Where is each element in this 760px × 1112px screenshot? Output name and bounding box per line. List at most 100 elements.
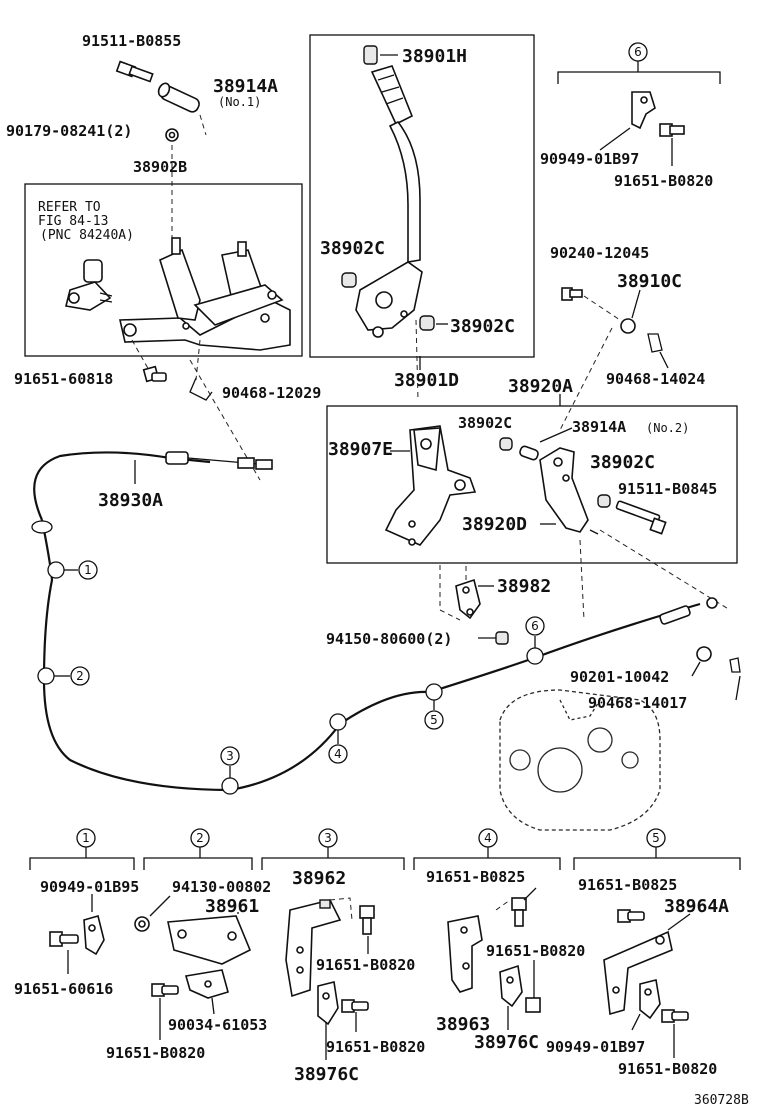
clamp-38982-group: 38982 94150-80600(2) (326, 576, 551, 648)
callout-4: 4 (334, 747, 342, 761)
cable-clamp-4 (329, 713, 347, 731)
label-91651-b0820-g4: 91651-B0820 (486, 942, 585, 960)
label-38902b: 38902B (133, 158, 187, 176)
label-38962: 38962 (292, 868, 346, 889)
label-38920a: 38920A (508, 376, 573, 397)
bolt-91651-b0820-g4 (525, 997, 541, 1013)
clamp-38982 (455, 578, 481, 620)
cable-clamp-2 (37, 667, 55, 685)
group-3-number: 3 (324, 831, 332, 845)
brake-caliper (499, 689, 661, 831)
bracket-box (24, 183, 303, 357)
label-91651-b0825-g5: 91651-B0825 (578, 876, 677, 894)
callout-1: 1 (84, 563, 92, 577)
collar-38914a-no2 (519, 445, 539, 461)
label-91651-b0820-g5: 91651-B0820 (618, 1060, 717, 1078)
label-91651-b0820-top: 91651-B0820 (614, 172, 713, 190)
cable-clamp-1 (47, 561, 65, 579)
label-91651-b0825-g4: 91651-B0825 (426, 868, 525, 886)
clamp-90949-01b95 (83, 915, 105, 956)
nut-94150 (495, 631, 509, 645)
clip-90468-14017 (729, 657, 741, 673)
knob-38901h (363, 45, 378, 65)
label-94130-00802: 94130-00802 (172, 878, 271, 896)
label-38902c-c: 38902C (458, 414, 512, 432)
group-5-number: 5 (652, 831, 660, 845)
callout-5: 5 (430, 713, 438, 727)
label-38976c-g4: 38976C (474, 1032, 539, 1053)
label-38901h: 38901H (402, 46, 467, 67)
label-38901d: 38901D (394, 370, 459, 391)
label-38914a-no2-note: (No.2) (646, 421, 689, 435)
bolt-91511-b0855 (115, 60, 154, 83)
bush-38902c-a (341, 272, 357, 288)
group-4: 4 91651-B0825 91651-B0820 38963 38976C (413, 828, 585, 1053)
lever-grip (370, 65, 414, 126)
label-90949-01b95: 90949-01B95 (40, 878, 139, 896)
label-38914a-no2: 38914A (572, 418, 626, 436)
collar-38914a (157, 82, 200, 113)
washer-38910c (620, 318, 636, 334)
label-90949-01b97-g5: 90949-01B97 (546, 1038, 645, 1056)
bracket-38964a (603, 930, 673, 1016)
callout-3: 3 (226, 749, 234, 763)
cable-clamp-3 (221, 777, 239, 795)
label-90179-08241: 90179-08241(2) (6, 122, 132, 140)
label-90201-10042: 90201-10042 (570, 668, 669, 686)
bracket-group: 91511-B0855 38914A (No.1) 90179-08241(2)… (6, 32, 321, 402)
clip-90468-12029 (189, 377, 213, 401)
bolt-91651-b0820-g3a (359, 905, 375, 919)
group-6-top: 6 90949-01B97 91651-B0820 90240-12045 38… (540, 42, 721, 388)
label-91651-b0820-g2: 91651-B0820 (106, 1044, 205, 1062)
cable-38930a (31, 451, 718, 795)
label-38907e: 38907E (328, 439, 393, 460)
group-5: 5 91651-B0825 38964A 90949-01B97 91651-B… (546, 828, 741, 1078)
label-38914a-no1: 38914A (213, 76, 278, 97)
clamp-38976c-g4 (499, 964, 523, 1008)
bracket-38920a-box (326, 405, 738, 564)
bush-38902c-d (597, 494, 611, 508)
group-2: 2 94130-00802 38961 90034-61053 91651-B0… (106, 828, 271, 1062)
label-91651-b0820-g3a: 91651-B0820 (316, 956, 415, 974)
label-38910c: 38910C (617, 271, 682, 292)
group-4-number: 4 (484, 831, 492, 845)
clip-90468-14024 (647, 333, 663, 353)
bolt-91651-60818 (142, 365, 167, 383)
label-91511-b0845: 91511-B0845 (618, 480, 717, 498)
lever-group: 38901H 38902C 38902C 38901D (309, 34, 535, 391)
bracket-38907e (384, 425, 477, 546)
clamp-90949-01b97-g5 (639, 979, 661, 1020)
group-1-number: 1 (82, 831, 90, 845)
label-90468-14017: 90468-14017 (588, 694, 687, 712)
ref-line-3: (PNC 84240A) (40, 228, 134, 243)
bracket-38902b (119, 237, 291, 351)
label-90034-61053: 90034-61053 (168, 1016, 267, 1034)
clamp-38976c-g3 (317, 981, 339, 1026)
figure-id: 360728B (694, 1093, 749, 1108)
label-38964a: 38964A (664, 896, 729, 917)
bracket-38920a-group: 38920A 38907E 38902C 38914A (No.2) 38902… (326, 376, 738, 564)
ref-line-1: REFER TO (38, 200, 101, 215)
ref-line-2: FIG 84-13 (38, 214, 108, 229)
cable-clamp-6 (526, 647, 544, 665)
bracket-38963 (447, 915, 483, 993)
label-90468-12029: 90468-12029 (222, 384, 321, 402)
group-3: 3 38962 91651-B0820 91651-B0820 38976C (261, 828, 425, 1085)
bush-38902c-c (499, 437, 513, 451)
bracket-38962 (285, 899, 342, 998)
cable-clamp-callouts: 1 2 3 4 5 6 (54, 560, 545, 778)
label-38920d: 38920D (462, 514, 527, 535)
pin-90201-10042 (696, 646, 712, 662)
clamp-90949-01b97-top (631, 91, 656, 130)
pins-lower-right: 90201-10042 90468-14017 (570, 646, 741, 712)
reference-switch (65, 259, 113, 311)
label-38961: 38961 (205, 896, 259, 917)
label-38902c-a: 38902C (320, 238, 385, 259)
cable-clamp-5 (425, 683, 443, 701)
label-90468-14024: 90468-14024 (606, 370, 705, 388)
label-91651-60616: 91651-60616 (14, 980, 113, 998)
label-38963: 38963 (436, 1014, 490, 1035)
group-2-number: 2 (196, 831, 204, 845)
bracket-38920d (539, 447, 589, 533)
nut-90179 (165, 128, 179, 142)
